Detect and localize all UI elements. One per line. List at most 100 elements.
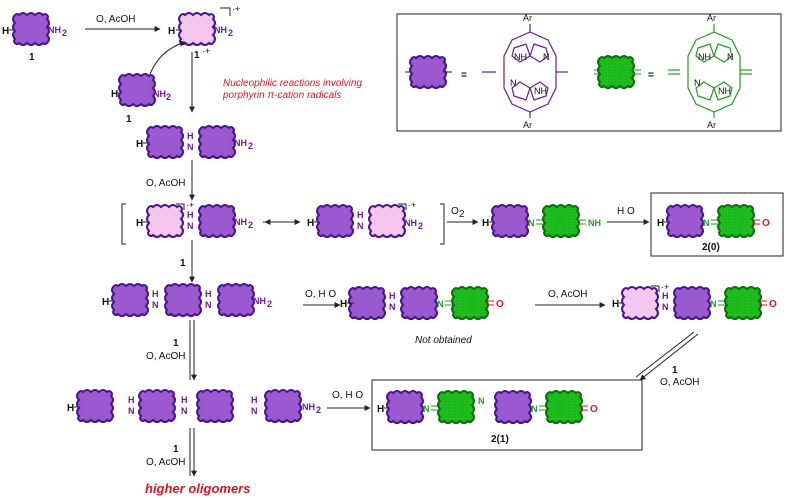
svg-text:H: H bbox=[152, 289, 159, 299]
svg-text:N: N bbox=[703, 218, 710, 228]
trimer-radical: H ·+ H N N O bbox=[612, 282, 777, 320]
arrow-down-2: O, AcOH bbox=[146, 160, 195, 201]
svg-text:N: N bbox=[152, 300, 159, 310]
svg-text:H: H bbox=[205, 289, 212, 299]
svg-text:NH: NH bbox=[302, 402, 315, 412]
svg-text:·+: ·+ bbox=[202, 46, 210, 56]
svg-text:H: H bbox=[67, 403, 74, 414]
not-obtained-label: Not obtained bbox=[415, 335, 472, 346]
svg-text:NH: NH bbox=[153, 89, 166, 99]
dimer-radical-b: H H N ·+ NH 2 bbox=[307, 200, 445, 245]
h-atom: H bbox=[2, 26, 9, 37]
svg-text:Ar: Ar bbox=[707, 120, 716, 130]
arrow-o2-h2o-2: O, H O bbox=[327, 390, 371, 411]
svg-text:N: N bbox=[423, 404, 430, 414]
svg-text:2: 2 bbox=[166, 92, 171, 102]
dimer-radical-a: H ·+ H N NH 2 bbox=[121, 200, 253, 245]
svg-text:H: H bbox=[389, 291, 396, 301]
svg-text:H O: H O bbox=[617, 206, 635, 217]
nucleophilic-annotation: Nucleophilic reactions involving porphyr… bbox=[222, 78, 362, 101]
svg-text:1: 1 bbox=[173, 444, 179, 455]
compound-2-1-label: 2(1) bbox=[491, 434, 509, 445]
porphyrin-structure-green bbox=[668, 24, 752, 118]
svg-text:H: H bbox=[377, 404, 384, 415]
svg-text:NH: NH bbox=[718, 86, 731, 96]
svg-text:1: 1 bbox=[173, 338, 179, 349]
svg-text:H: H bbox=[612, 299, 619, 310]
svg-text:N: N bbox=[543, 52, 550, 62]
radical-sup: ·+ bbox=[232, 4, 240, 14]
svg-text:NH: NH bbox=[253, 296, 266, 306]
nh2-sub: 2 bbox=[62, 28, 67, 38]
svg-text:O: O bbox=[769, 299, 777, 310]
svg-text:H: H bbox=[357, 210, 364, 220]
svg-text:H: H bbox=[187, 210, 194, 220]
svg-text:NH: NH bbox=[534, 86, 547, 96]
higher-oligomers-label: higher oligomers bbox=[145, 481, 250, 496]
svg-text:O, AcOH: O, AcOH bbox=[548, 289, 587, 300]
svg-text:O: O bbox=[590, 404, 598, 415]
arrow-o2-imine: O 2 bbox=[447, 206, 479, 225]
nh2-label: NH bbox=[48, 25, 61, 35]
svg-text:N: N bbox=[205, 300, 212, 310]
svg-text:H: H bbox=[168, 26, 175, 37]
compound-1-top: H NH 2 1 bbox=[2, 12, 67, 63]
svg-text:2: 2 bbox=[267, 299, 272, 309]
svg-text:H: H bbox=[111, 89, 118, 100]
porphyrin-unit bbox=[12, 12, 50, 46]
svg-text:1: 1 bbox=[126, 114, 132, 125]
arrow-down-4: 1 O, AcOH bbox=[146, 320, 197, 381]
svg-text:O, AcOH: O, AcOH bbox=[146, 351, 185, 362]
svg-text:O, H O: O, H O bbox=[305, 289, 336, 300]
compound-number: 1 bbox=[29, 52, 35, 63]
svg-text:NH: NH bbox=[698, 52, 711, 62]
svg-text:·+: ·+ bbox=[186, 200, 194, 210]
compound-1-nucleophile: H NH 2 1 bbox=[111, 40, 186, 125]
svg-text:O: O bbox=[451, 206, 459, 217]
svg-text:N: N bbox=[187, 142, 194, 152]
svg-text:H: H bbox=[251, 395, 258, 405]
svg-text:2: 2 bbox=[418, 221, 423, 231]
svg-text:NH: NH bbox=[588, 218, 601, 228]
svg-text:H: H bbox=[187, 131, 194, 141]
imine-dimer: H N NH bbox=[482, 204, 601, 238]
svg-text:NH: NH bbox=[214, 25, 227, 35]
compound-1-radical: H NH 2 ·+ 1 ·+ bbox=[168, 4, 240, 61]
svg-text:N: N bbox=[181, 406, 188, 416]
svg-text:2: 2 bbox=[316, 405, 321, 415]
svg-text:1: 1 bbox=[672, 365, 678, 376]
svg-text:H: H bbox=[307, 218, 314, 229]
svg-text:·+: ·+ bbox=[661, 282, 669, 292]
svg-text:H: H bbox=[340, 299, 347, 310]
svg-text:N: N bbox=[510, 78, 517, 88]
svg-text:O: O bbox=[496, 299, 504, 310]
svg-text:H: H bbox=[181, 395, 188, 405]
svg-text:2: 2 bbox=[248, 141, 253, 151]
svg-text:H: H bbox=[136, 139, 143, 150]
svg-text:2: 2 bbox=[228, 28, 233, 38]
svg-text:N: N bbox=[389, 302, 396, 312]
svg-text:H: H bbox=[102, 297, 109, 308]
svg-text:H: H bbox=[482, 218, 489, 229]
svg-text:O, H O: O, H O bbox=[332, 390, 363, 401]
svg-text:=: = bbox=[648, 70, 654, 81]
trimer-product-not-obtained: H H N N O Not obtained bbox=[340, 286, 504, 346]
svg-text:O, AcOH: O, AcOH bbox=[146, 457, 185, 468]
svg-text:Ar: Ar bbox=[707, 13, 716, 23]
svg-text:N: N bbox=[478, 396, 485, 406]
svg-text:NH: NH bbox=[234, 138, 247, 148]
svg-text:NH: NH bbox=[514, 52, 527, 62]
svg-text:N: N bbox=[531, 404, 538, 414]
svg-text:O, AcOH: O, AcOH bbox=[660, 377, 699, 388]
svg-text:H: H bbox=[136, 218, 143, 229]
arrow-oxidation-1: O, AcOH bbox=[85, 14, 161, 32]
svg-text:N: N bbox=[437, 299, 444, 309]
product-2-0: H N O 2(0) bbox=[650, 192, 784, 257]
product-2-1: H N N N O 2(1) bbox=[371, 379, 643, 451]
svg-text:1: 1 bbox=[180, 258, 186, 269]
svg-text:N: N bbox=[710, 299, 717, 309]
arrow-o2-h2o-1: O, H O bbox=[303, 289, 341, 308]
arrow-o2-acoh-2: O, AcOH bbox=[535, 289, 606, 308]
tetramer: H H N H N H N NH 2 bbox=[67, 389, 321, 423]
